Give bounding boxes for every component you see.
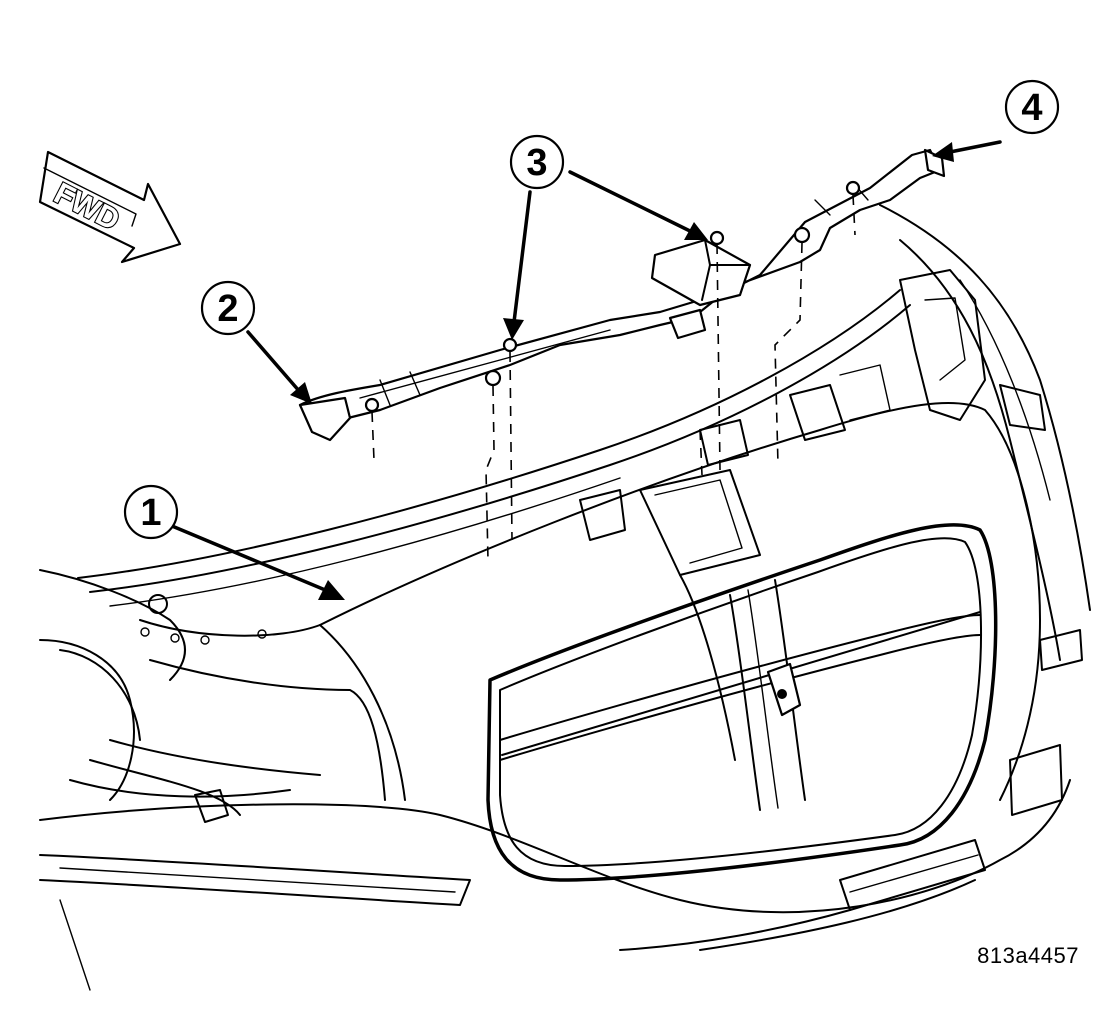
callout-2: 2 [200, 280, 256, 336]
callout-3-number: 3 [526, 142, 547, 184]
callout-1-number: 1 [140, 492, 161, 534]
fwd-direction-arrow: FWD [38, 150, 182, 264]
callout-2-number: 2 [217, 288, 238, 330]
callout-4: 4 [1004, 79, 1060, 135]
figure-id-label: 813a4457 [977, 943, 1079, 968]
callout-1: 1 [123, 484, 179, 540]
vehicle-front-end-illustration [39, 204, 1091, 991]
fastener-guide-lines [371, 194, 856, 561]
callout-4-number: 4 [1021, 87, 1042, 129]
air-seal-panel [298, 148, 946, 442]
callout-3: 3 [509, 134, 565, 190]
callout-leaders [170, 140, 1002, 600]
